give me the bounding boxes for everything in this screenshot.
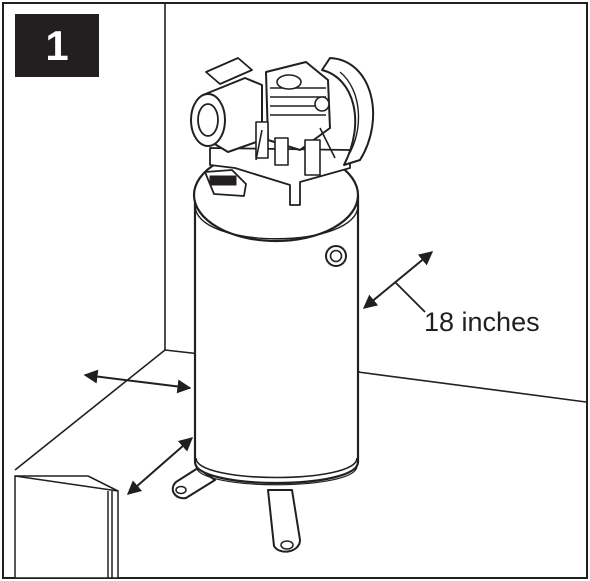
clearance-arrow-left-icon (83, 369, 192, 394)
clearance-arrow-rear-icon (362, 251, 434, 309)
clearance-arrows (83, 251, 434, 495)
clearance-label: 18 inches (424, 307, 540, 337)
clearance-arrow-front-icon (126, 437, 194, 495)
air-compressor-icon (171, 57, 374, 553)
clearance-label-leader (394, 281, 426, 313)
workbench (14, 475, 119, 579)
step-number-badge: 1 (15, 14, 99, 77)
